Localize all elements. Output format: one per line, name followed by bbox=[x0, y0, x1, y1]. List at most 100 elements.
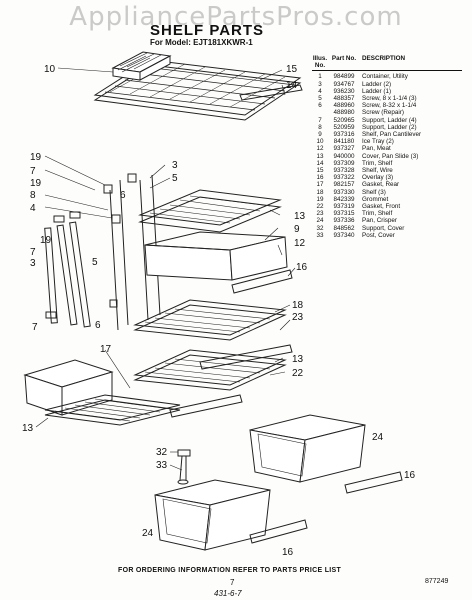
leader-lines bbox=[35, 67, 296, 471]
table-row: 32 848562 Support, Cover bbox=[312, 225, 462, 232]
table-cell-desc: Ladder (1) bbox=[362, 87, 392, 95]
table-cell-illus: 4 bbox=[318, 87, 322, 95]
table-cell-illus: 14 bbox=[316, 159, 324, 167]
overlay-right-drawing bbox=[344, 471, 403, 494]
table-cell-part: 842339 bbox=[333, 195, 355, 203]
ice-tray-drawing bbox=[111, 51, 172, 81]
callout: 7 bbox=[30, 247, 36, 258]
table-cell-desc: Grommet bbox=[362, 195, 389, 203]
table-cell-illus: 9 bbox=[318, 131, 322, 139]
glass-shelves-drawing bbox=[133, 299, 293, 391]
callout: 24 bbox=[142, 528, 154, 539]
table-cell-desc: Container, Utility bbox=[362, 73, 408, 81]
table-cell-part: 940000 bbox=[333, 152, 355, 160]
callout: 22 bbox=[292, 368, 304, 379]
table-cell-part: 937315 bbox=[333, 210, 355, 218]
table-cell-part: 488960 bbox=[333, 102, 355, 110]
table-cell-desc: Shelf, Pan Cantilever bbox=[362, 131, 422, 139]
table-cell-desc: Gasket, Rear bbox=[362, 181, 400, 189]
table-cell-part: 848562 bbox=[333, 224, 355, 232]
page-title: SHELF PARTS bbox=[150, 22, 265, 39]
table-cell-illus: 10 bbox=[316, 138, 324, 146]
table-cell-desc: Support, Cover bbox=[362, 224, 405, 232]
table-cell-desc: Screw, 8 x 1-1/4 (3) bbox=[362, 95, 417, 103]
header-desc: DESCRIPTION bbox=[362, 55, 406, 62]
table-cell-part: 936230 bbox=[333, 87, 355, 95]
drawing-number: 877249 bbox=[425, 578, 449, 585]
table-cell-illus: 16 bbox=[316, 174, 324, 182]
callout: 17 bbox=[100, 344, 112, 355]
table-cell-illus: 1 bbox=[318, 73, 322, 81]
crisper-pan-right-drawing bbox=[249, 414, 366, 483]
table-cell-illus: 32 bbox=[316, 224, 324, 232]
cantilever-shelf-drawing bbox=[138, 189, 288, 281]
parts-table-header: Illus. No. Part No. DESCRIPTION bbox=[312, 55, 462, 72]
header-part: Part No. bbox=[331, 55, 357, 62]
table-cell-illus: 19 bbox=[316, 195, 324, 203]
table-cell-desc: Trim, Shelf bbox=[362, 210, 393, 218]
watermark: AppliancePartsPros.com bbox=[69, 2, 403, 32]
table-cell-illus: 23 bbox=[316, 210, 324, 218]
table-cell-illus: 33 bbox=[316, 231, 324, 239]
table-cell-illus: 12 bbox=[316, 145, 324, 153]
table-cell-illus: 13 bbox=[316, 152, 324, 160]
callout: 15 bbox=[286, 64, 298, 75]
callout: 6 bbox=[95, 320, 101, 331]
table-row: 9 937316 Shelf, Pan Cantilever bbox=[312, 131, 462, 138]
ordering-note: FOR ORDERING INFORMATION REFER TO PARTS … bbox=[118, 567, 342, 574]
table-cell-desc: Pan, Crisper bbox=[362, 217, 397, 225]
callout: 32 bbox=[156, 447, 168, 458]
callout: 7 bbox=[32, 322, 38, 333]
shelf-trim-lower-drawing bbox=[169, 394, 243, 418]
table-row: 24 937336 Pan, Crisper bbox=[312, 217, 462, 224]
callout: 16 bbox=[296, 262, 308, 273]
callout: 9 bbox=[294, 224, 300, 235]
crisper-pan-left-drawing bbox=[154, 479, 271, 551]
table-cell-part: 937316 bbox=[333, 131, 355, 139]
table-cell-illus: 7 bbox=[318, 116, 322, 124]
callout: 33 bbox=[156, 460, 168, 471]
table-cell-part: 937340 bbox=[333, 231, 355, 239]
table-cell-desc: Pan, Meat bbox=[362, 145, 391, 153]
table-cell-part: 937330 bbox=[333, 188, 355, 196]
callout: 23 bbox=[292, 312, 304, 323]
callout: 12 bbox=[294, 238, 306, 249]
table-cell-desc: Support, Ladder (4) bbox=[362, 116, 417, 124]
callout: 18 bbox=[292, 300, 304, 311]
callout: 10 bbox=[44, 64, 56, 75]
callout: 8 bbox=[30, 190, 36, 201]
table-cell-desc: Screw, 8-32 x 1-1/4 bbox=[362, 102, 417, 110]
callout: 16 bbox=[282, 547, 294, 558]
overlay-drawing bbox=[231, 269, 293, 294]
table-cell-illus: 3 bbox=[318, 80, 322, 88]
callout: 3 bbox=[30, 258, 36, 269]
handwritten-note: 431-6-7 bbox=[214, 589, 242, 598]
table-cell-illus: 24 bbox=[316, 217, 324, 225]
table-cell-desc: Trim, Shelf bbox=[362, 159, 393, 167]
callout: 6 bbox=[120, 190, 126, 201]
table-cell-part: 937319 bbox=[333, 203, 355, 211]
table-cell-desc: Ladder (2) bbox=[362, 80, 392, 88]
table-cell-part: 937336 bbox=[333, 217, 355, 225]
table-cell-desc: Ice Tray (2) bbox=[362, 138, 394, 146]
table-cell-illus: 8 bbox=[318, 123, 322, 131]
overlay-bottom-drawing bbox=[249, 519, 308, 544]
table-cell-part: 937322 bbox=[333, 174, 355, 182]
callout-labels: 10 15 14 19 7 19 8 4 19 7 3 5 3 5 6 7 6 … bbox=[22, 64, 416, 558]
callout: 7 bbox=[30, 166, 36, 177]
table-cell-desc: Support, Ladder (2) bbox=[362, 123, 417, 131]
callout: 3 bbox=[172, 160, 178, 171]
